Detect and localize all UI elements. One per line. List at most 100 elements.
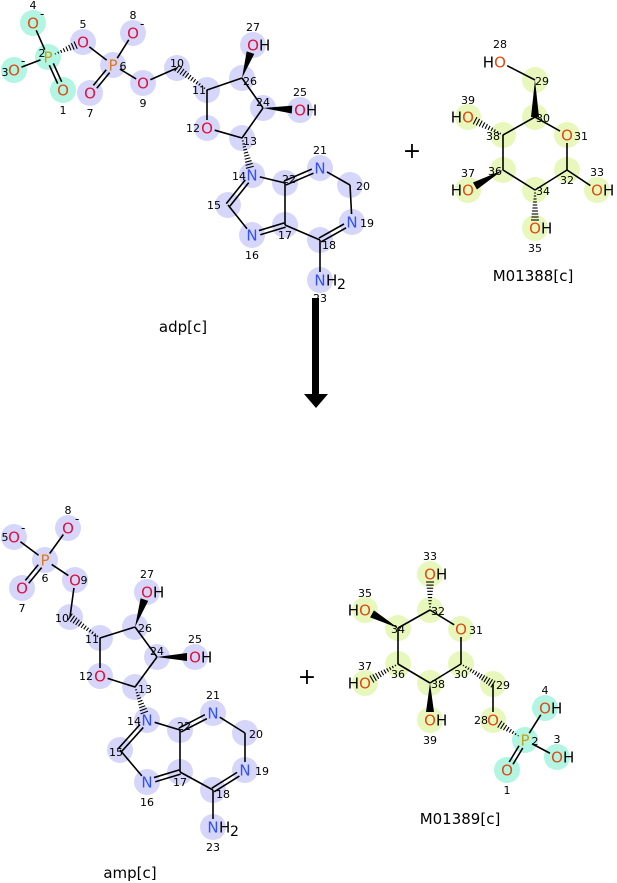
atom-symbol: O — [201, 120, 213, 138]
atom-C-26: 26 — [243, 75, 257, 88]
atom-number: 17 — [278, 229, 292, 242]
atom-highlights — [1, 10, 610, 840]
atom-N-16: N16 — [140, 774, 154, 810]
atom-C-17: 17 — [173, 776, 187, 789]
atom-symbol: O — [84, 85, 96, 103]
atom-number: 33 — [423, 550, 437, 563]
atom-number: 4 — [542, 684, 549, 697]
bond-36-37 — [472, 170, 503, 190]
atom-C-36: 36 — [488, 165, 502, 178]
hydrogen-label: H — [451, 109, 462, 127]
atom-symbol: O — [27, 15, 39, 33]
atom-O-12: O12 — [79, 668, 106, 686]
atom-highlight — [239, 222, 265, 248]
atom-symbol: O — [247, 37, 259, 55]
hydrogen-label: H — [259, 37, 270, 55]
atom-highlight — [455, 104, 481, 130]
bond-26-27 — [135, 598, 149, 627]
atom-symbol: O — [455, 621, 467, 639]
atom-number: 12 — [186, 122, 200, 135]
atom-number: 30 — [536, 112, 550, 125]
atom-number: 15 — [109, 746, 123, 759]
hydrogen-label: H — [603, 182, 614, 200]
atom-C-38: 38 — [431, 678, 445, 691]
atom-symbol: O — [16, 580, 28, 598]
atom-symbol: O — [494, 54, 506, 72]
bond-6-8 — [116, 39, 130, 59]
atom-symbol: O — [189, 649, 201, 667]
atom-highlight — [182, 644, 208, 670]
atom-symbol: N — [141, 712, 152, 730]
bond-32-33 — [426, 581, 434, 611]
atom-C-18: 18 — [216, 788, 230, 801]
atom-number: 26 — [138, 622, 152, 635]
atom-C-32: 32 — [560, 174, 574, 187]
atom-N-21: N21 — [313, 144, 327, 178]
atom-highlight — [240, 32, 266, 58]
atom-number: 39 — [461, 94, 475, 107]
hydrogen-label: H — [348, 602, 359, 620]
atom-number: 38 — [486, 130, 500, 143]
atom-number: 7 — [87, 107, 94, 120]
atom-highlight — [417, 707, 443, 733]
bond-4-2 — [35, 29, 46, 51]
atom-number: 28 — [493, 38, 507, 51]
atom-C-24: 24 — [150, 645, 164, 658]
atom-highlight — [120, 20, 146, 46]
atom-number: 6 — [120, 60, 127, 73]
atom-number: 22 — [177, 720, 191, 733]
atom-highlight — [522, 215, 548, 241]
atom-symbol: N — [246, 227, 257, 245]
bond-2-3 — [531, 743, 551, 754]
atom-number: 23 — [206, 841, 220, 854]
atom-C-13: 13 — [243, 135, 257, 148]
bond-6-7 — [24, 564, 43, 584]
atom-symbol: N — [346, 214, 357, 232]
plus-sign-products: + — [298, 665, 316, 690]
bond-14-15 — [117, 723, 144, 753]
atom-number: 2 — [532, 735, 539, 748]
atom-number: 29 — [496, 679, 510, 692]
atom-number: 25 — [293, 86, 307, 99]
atom-highlight — [480, 707, 506, 733]
bond-34-35 — [370, 610, 398, 628]
bond-6-7 — [92, 69, 111, 89]
atom-O-12: O12 — [186, 120, 213, 138]
bond-22-21 — [283, 168, 314, 186]
atom-symbol: P — [40, 552, 49, 570]
bond-24-26 — [134, 626, 158, 658]
atom-number: 6 — [42, 572, 49, 585]
bond-2-5 — [54, 41, 78, 55]
atom-highlight — [307, 267, 333, 293]
atom-C-13: 13 — [138, 683, 152, 696]
bond-12-13 — [107, 677, 136, 688]
atom-number: 9 — [81, 574, 88, 587]
atom-C-34: 34 — [391, 623, 405, 636]
bond-15-16 — [119, 749, 143, 777]
atom-symbol: O — [141, 584, 153, 602]
atom-number: 7 — [19, 602, 26, 615]
atom-number: 3 — [2, 66, 9, 79]
atom-number: 32 — [560, 174, 574, 187]
atom-number: 16 — [140, 796, 154, 809]
bond-13-14 — [134, 686, 149, 715]
atom-highlight — [200, 814, 226, 840]
atom-highlight — [130, 70, 156, 96]
hydrogen-label: H — [451, 182, 462, 200]
atom-symbol: N — [207, 819, 218, 837]
atom-O-8: O-8 — [62, 504, 79, 538]
atom-C-20: 20 — [249, 728, 263, 741]
atom-O-1: O1 — [57, 82, 69, 118]
hydrogen-label: H — [153, 584, 164, 602]
bond-29-30 — [531, 80, 539, 117]
